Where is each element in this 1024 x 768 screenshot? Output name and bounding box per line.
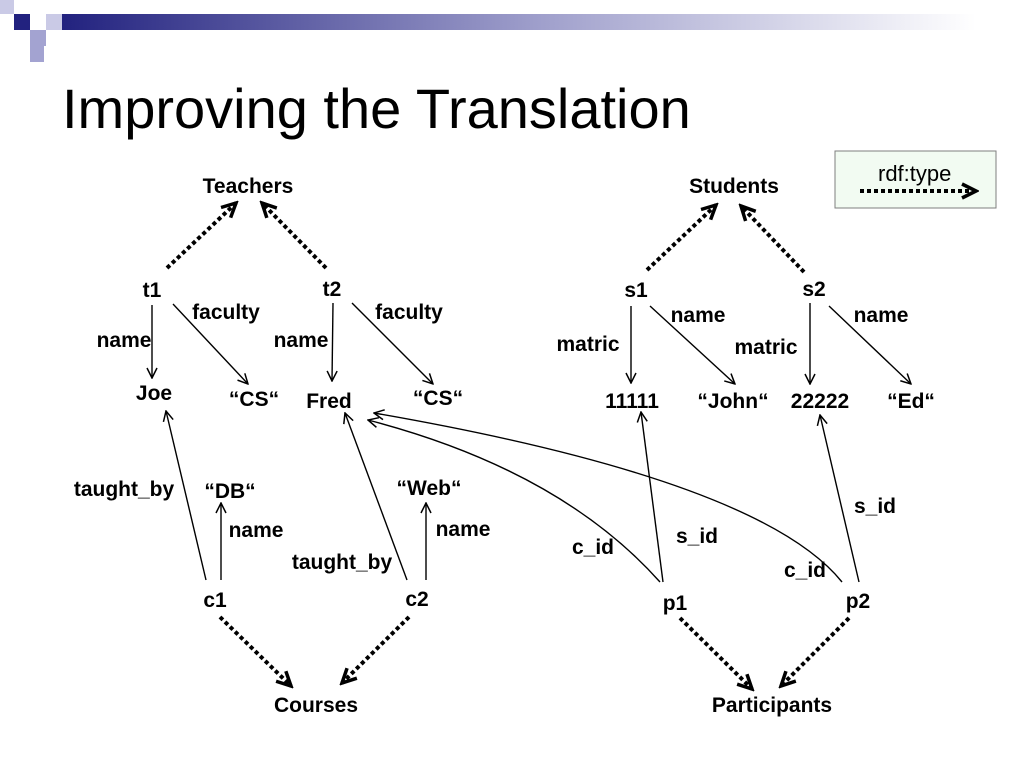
node-s2: s2 [802,278,825,301]
node-cs-t2: “CS“ [413,387,463,410]
decor-square [14,14,30,30]
node-db: “DB“ [204,480,255,503]
edge-c2-type-courses [342,615,411,683]
node-courses: Courses [274,694,358,717]
edge-c2-taught-by-fred [345,413,408,581]
legend-label: rdf:type [878,161,951,186]
node-web: “Web“ [397,477,462,500]
edge-label-p2-c-id: c_id [784,559,826,582]
template-decoration [0,0,1024,62]
node-c2: c2 [405,588,428,611]
node-teachers: Teachers [203,175,294,198]
edge-label-s2-name: name [854,304,909,327]
decor-square [0,0,14,14]
node-fred: Fred [306,390,352,413]
edge-label-c1-taught-by: taught_by [74,478,175,501]
edge-s1-name-john [649,305,735,384]
edge-label-t2-faculty: faculty [375,301,443,324]
edge-labels: name faculty name faculty matric name ma… [74,301,909,582]
edge-p1-c-id-fred [368,420,661,583]
edge-label-c2-name: name [436,518,491,541]
node-participants: Participants [712,694,832,717]
node-s1: s1 [624,279,648,302]
legend: rdf:type [834,150,997,209]
node-11111: 11111 [605,390,659,413]
node-ed: “Ed“ [887,390,935,413]
edge-p2-c-id-fred [374,413,843,583]
node-students: Students [689,175,779,198]
value-nodes: Joe “CS“ Fred “CS“ 11111 “John“ 22222 “E… [136,382,935,503]
decor-square [30,30,46,46]
edge-label-t1-name: name [97,329,152,352]
edge-t2-name-fred [332,302,333,381]
edge-s2-name-ed [828,305,911,384]
edge-label-s2-matric: matric [734,336,797,359]
node-p1: p1 [663,592,688,615]
edge-t2-faculty-cs [351,302,433,384]
node-p2: p2 [846,590,871,613]
edge-label-c1-name: name [229,519,284,542]
edge-p1-s-id-11111 [641,412,664,583]
node-22222: 22222 [791,390,849,413]
edge-s2-type-students [741,206,806,274]
edge-label-t1-faculty: faculty [192,301,260,324]
node-joe: Joe [136,382,172,405]
edge-p2-s-id-22222 [820,415,860,583]
node-c1: c1 [203,589,227,612]
node-t2: t2 [323,278,342,301]
node-john: “John“ [697,390,768,413]
edge-label-s1-name: name [671,304,726,327]
decor-square [46,14,62,30]
edge-p2-type-participants [781,616,851,686]
edge-label-p1-s-id: s_id [676,525,718,548]
edge-s1-type-students [645,205,716,272]
node-t1: t1 [143,279,162,302]
class-nodes: Teachers Students Courses Participants [203,175,832,717]
edge-label-s1-matric: matric [556,333,619,356]
edge-label-p1-c-id: c_id [572,536,614,559]
slide-title: Improving the Translation [62,77,691,140]
instance-nodes: t1 t2 s1 s2 c1 c2 p1 p2 [143,278,871,615]
type-edges [165,203,851,689]
node-cs-t1: “CS“ [229,388,279,411]
edge-t2-type-teachers [262,203,328,270]
edge-label-t2-name: name [274,329,329,352]
edge-p1-type-participants [678,616,752,689]
edge-label-c2-taught-by: taught_by [292,551,393,574]
edge-c1-taught-by-joe [166,411,207,581]
edge-label-p2-s-id: s_id [854,495,896,518]
edge-t1-type-teachers [165,203,236,270]
property-edges [152,302,911,583]
header-gradient-bar [62,14,1024,30]
decor-square [30,46,44,62]
edge-t1-faculty-cs [172,303,248,384]
edge-c1-type-courses [218,615,291,686]
